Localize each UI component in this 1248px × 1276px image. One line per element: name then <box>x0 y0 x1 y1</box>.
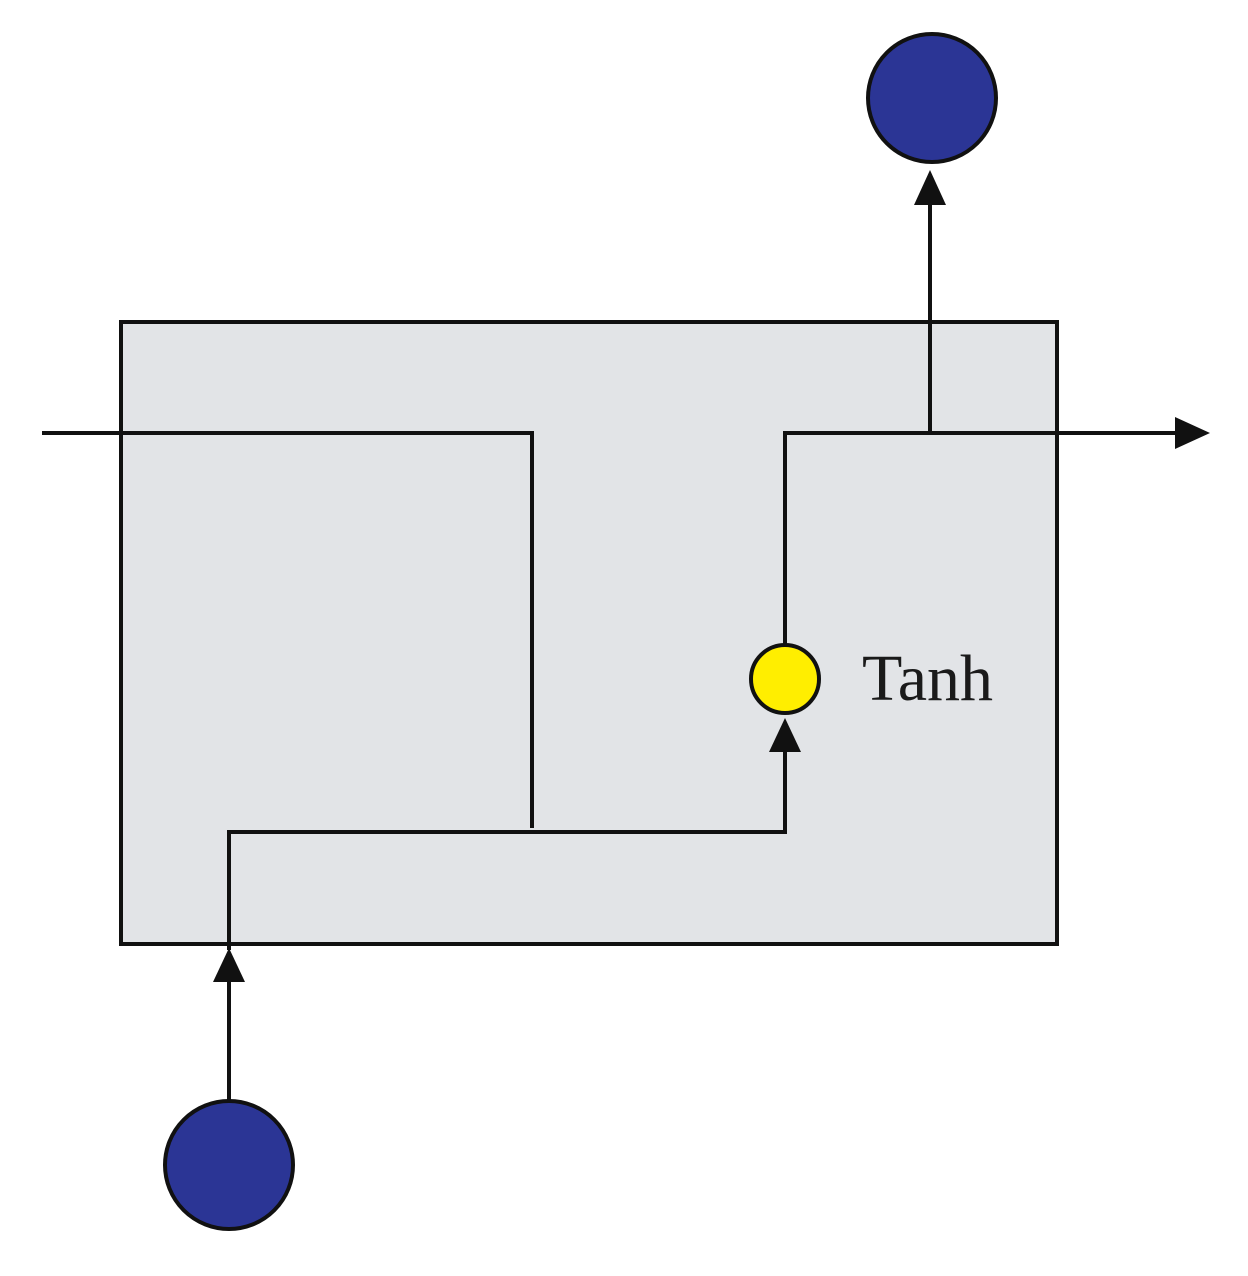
activation-output-line <box>783 431 1175 645</box>
activation-node-icon <box>749 643 821 715</box>
output-arrowhead <box>914 170 946 205</box>
activation-label: Tanh <box>862 642 993 715</box>
input-arrowhead <box>213 948 245 982</box>
merge-line <box>227 752 787 950</box>
activation-arrowhead <box>769 718 801 752</box>
hidden-state-input-line <box>42 431 534 828</box>
hidden-state-output-arrowhead <box>1175 417 1210 449</box>
output-node-icon <box>866 32 998 164</box>
cell-box <box>119 320 1059 946</box>
input-node-icon <box>163 1099 295 1231</box>
